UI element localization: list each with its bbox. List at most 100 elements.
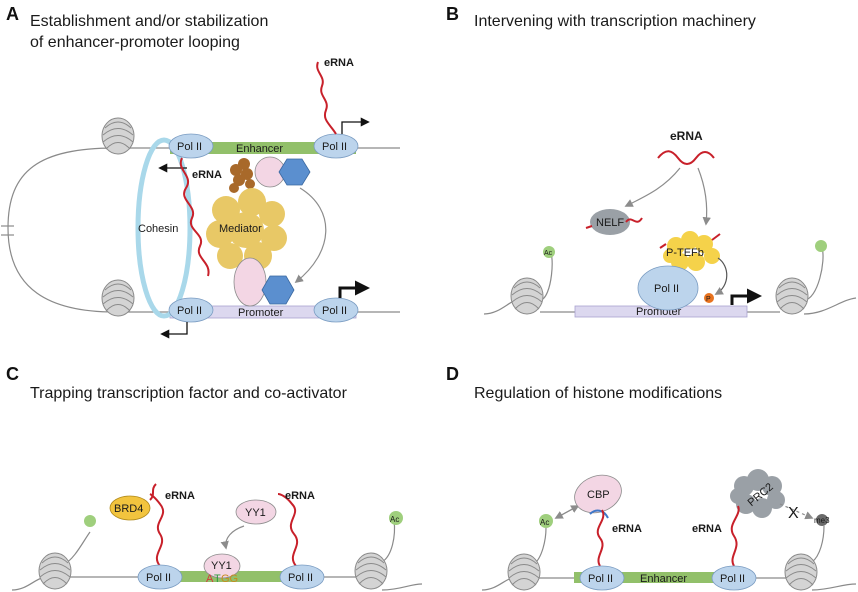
pol2-label: Pol II bbox=[720, 573, 745, 585]
erna-strand bbox=[316, 61, 337, 135]
erna-fragment bbox=[659, 243, 667, 249]
pol2-complex bbox=[313, 297, 359, 323]
panel-d-title: Regulation of histone modifications bbox=[474, 385, 722, 402]
arrow-icon bbox=[697, 167, 711, 226]
erna-fragment bbox=[585, 225, 593, 229]
panel-c-letter: C bbox=[6, 364, 19, 384]
hexagon-factor bbox=[278, 158, 311, 186]
panel-c-title: Trapping transcription factor and co-act… bbox=[30, 385, 348, 402]
tss-arrow-icon bbox=[341, 117, 370, 134]
erna-label: eRNA bbox=[324, 57, 354, 69]
panel-a: A Establishment and/or stabilization of … bbox=[1, 4, 400, 339]
pol2-complex bbox=[168, 133, 214, 159]
pol2-complex bbox=[137, 564, 183, 590]
panel-a-title-line2: of enhancer-promoter looping bbox=[30, 34, 240, 51]
tss-arrow-icon bbox=[160, 322, 188, 339]
tss-arrow-icon bbox=[730, 288, 762, 305]
dna-strand bbox=[11, 577, 43, 591]
yy1-protein bbox=[235, 499, 277, 525]
methyl-mark bbox=[816, 514, 828, 526]
nelf-complex bbox=[590, 209, 630, 235]
pol2-label: Pol II bbox=[146, 572, 171, 584]
motif-a: A bbox=[206, 573, 214, 585]
tss-arrow-icon bbox=[338, 280, 370, 298]
acetyl-mark bbox=[389, 511, 403, 525]
erna-fragment bbox=[625, 217, 643, 223]
mediator-complex bbox=[206, 188, 287, 270]
arrow-icon bbox=[624, 167, 681, 207]
cbp-protein bbox=[574, 474, 622, 514]
enhancer-label: Enhancer bbox=[640, 573, 687, 585]
ac-label: Ac bbox=[544, 250, 553, 257]
promoter-label: Promoter bbox=[238, 307, 284, 319]
nucleosome-icon bbox=[784, 553, 818, 591]
nucleosome-icon bbox=[101, 279, 135, 317]
erna-label: eRNA bbox=[612, 523, 642, 535]
dna-strand bbox=[533, 527, 547, 565]
pol2-label: Pol II bbox=[654, 283, 679, 295]
erna-fragment bbox=[149, 483, 157, 501]
nucleosome-icon bbox=[38, 552, 72, 590]
pol2-label: Pol II bbox=[588, 573, 613, 585]
acetyl-mark bbox=[539, 514, 553, 528]
nucleosome-icon bbox=[507, 553, 541, 591]
panel-a-title-line1: Establishment and/or stabilization bbox=[30, 13, 268, 30]
pol2-label: Pol II bbox=[177, 305, 202, 317]
enhancer-bar bbox=[574, 572, 742, 583]
erna-strand bbox=[149, 493, 165, 567]
nucleosome-icon bbox=[775, 277, 809, 315]
acetyl-mark bbox=[815, 240, 827, 252]
arrow-icon bbox=[220, 525, 245, 550]
me3-label: me3 bbox=[814, 516, 830, 525]
phospho-label: P bbox=[706, 296, 711, 303]
transcription-factor bbox=[233, 257, 267, 307]
panel-d: D Regulation of histone modifications En… bbox=[446, 364, 857, 591]
cbp-label: CBP bbox=[587, 489, 610, 501]
erna-label: eRNA bbox=[692, 523, 722, 535]
panel-c: C Trapping transcription factor and co-a… bbox=[6, 364, 423, 591]
prc2-complex bbox=[730, 469, 785, 518]
erna-fragment bbox=[711, 233, 721, 241]
nucleosome-icon bbox=[101, 117, 135, 155]
yy1-protein bbox=[203, 553, 241, 579]
loop-arrow-icon bbox=[294, 187, 327, 284]
dna-strand bbox=[811, 583, 857, 591]
phospho-mark bbox=[704, 293, 714, 303]
pol2-label: Pol II bbox=[322, 141, 347, 153]
pol2-complex bbox=[168, 297, 214, 323]
ac-label: Ac bbox=[390, 515, 399, 524]
pol2-label: Pol II bbox=[177, 141, 202, 153]
ac-label: Ac bbox=[540, 518, 549, 527]
enhancer-bar bbox=[170, 142, 356, 154]
erna-label: eRNA bbox=[285, 490, 315, 502]
dna-strand bbox=[381, 583, 423, 591]
phosphorylation-arrow-icon bbox=[714, 257, 728, 295]
erna-strand bbox=[179, 157, 210, 277]
panel-a-letter: A bbox=[6, 4, 19, 24]
yy1-label: YY1 bbox=[245, 507, 266, 519]
dna-strand bbox=[481, 577, 513, 591]
mediator-label: Mediator bbox=[219, 223, 262, 235]
ptefb-complex bbox=[663, 231, 720, 271]
yy1-label: YY1 bbox=[211, 560, 232, 572]
pol2-label: Pol II bbox=[288, 572, 313, 584]
motif-gg: GG bbox=[221, 573, 238, 585]
erna-strand bbox=[596, 509, 605, 567]
ptefb-label: P-TEFb bbox=[666, 247, 704, 259]
pol2-label: Pol II bbox=[322, 305, 347, 317]
pol2-complex bbox=[279, 564, 325, 590]
erna-strand bbox=[730, 505, 740, 567]
pol2-complex bbox=[579, 565, 625, 591]
arrow-icon bbox=[554, 505, 579, 519]
erna-label: eRNA bbox=[670, 129, 703, 143]
acetyl-mark bbox=[543, 246, 555, 258]
dna-strand bbox=[381, 519, 396, 563]
cohesin-ring bbox=[135, 137, 193, 319]
panel-b: B Intervening with transcription machine… bbox=[446, 4, 857, 318]
cohesin-label: Cohesin bbox=[138, 223, 178, 235]
pol2-complex bbox=[711, 565, 757, 591]
cofactor-blob bbox=[229, 158, 255, 193]
nucleosome-icon bbox=[510, 277, 544, 315]
block-x-icon: X bbox=[788, 505, 799, 522]
